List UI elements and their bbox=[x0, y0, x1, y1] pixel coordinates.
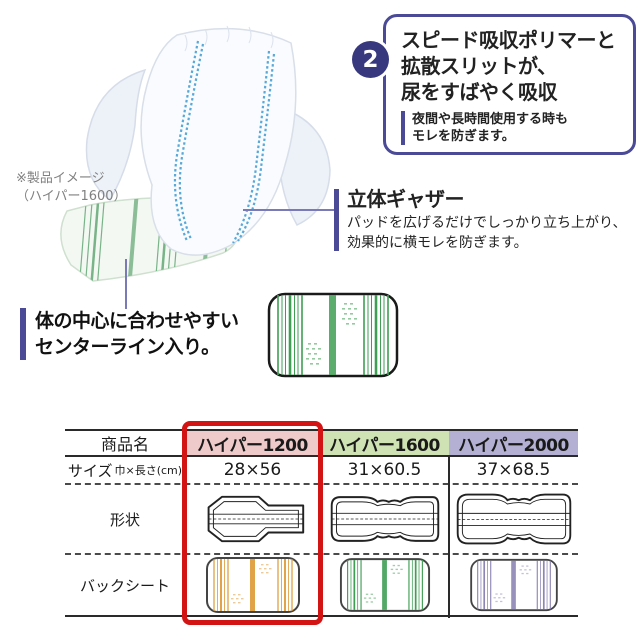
size-hyper-2000: 37×68.5 bbox=[476, 460, 551, 480]
gather-connector-line bbox=[243, 209, 336, 211]
shape-hyper-2000 bbox=[449, 485, 578, 553]
feature-callout-note: 夜間や長時間使用する時も モレを防ぎます。 bbox=[401, 111, 625, 145]
shape-row-label: 形状 bbox=[109, 510, 140, 529]
gather-title: 立体ギャザー bbox=[347, 187, 465, 211]
size-label: サイズ bbox=[67, 461, 113, 480]
centerline-line2: センターライン入り。 bbox=[35, 336, 220, 358]
step-2-badge: 2 bbox=[352, 41, 389, 78]
backsheet-hyper-1600 bbox=[320, 555, 449, 615]
gather-accent-bar bbox=[334, 189, 339, 251]
photo-caption: ※製品イメージ （ハイパー1600） bbox=[16, 170, 127, 206]
photo-caption-line2: （ハイパー1600） bbox=[16, 189, 127, 204]
product-photo bbox=[60, 25, 331, 282]
feature-callout-title: スピード吸収ポリマーと 拡散スリットが、 尿をすばやく吸収 bbox=[401, 27, 625, 105]
callout-note-line2: モレを防ぎます。 bbox=[412, 129, 515, 144]
pad-body bbox=[140, 27, 297, 256]
backsheet-hyper-2000 bbox=[449, 555, 578, 615]
pad-gather-lines bbox=[173, 40, 276, 244]
pad-shape-1600 bbox=[330, 496, 439, 542]
photo-caption-line1: ※製品イメージ bbox=[16, 171, 105, 186]
gather-desc-line2: 効果的に横モレを防ぎます。 bbox=[347, 235, 528, 251]
pad-shape-2000 bbox=[456, 493, 571, 545]
callout-note-line1: 夜間や長時間使用する時も bbox=[412, 112, 569, 127]
note-accent-bar bbox=[401, 111, 405, 145]
pad-shape-1200 bbox=[207, 495, 304, 543]
backsheet-swatch-purple bbox=[469, 558, 558, 612]
sample-dot-marks bbox=[306, 303, 357, 365]
size-hyper-1200: 28×56 bbox=[223, 460, 282, 480]
size-hyper-1600: 31×60.5 bbox=[347, 460, 422, 480]
pad-crinkles bbox=[184, 25, 274, 52]
backsheet-row-label: バックシート bbox=[79, 576, 170, 595]
header-hyper-1600: ハイパー1600 bbox=[320, 431, 449, 456]
table-header-row: 商品名 ハイパー1200 ハイパー1600 ハイパー2000 bbox=[65, 431, 578, 456]
sample-center-line bbox=[329, 295, 336, 375]
table-size-row: サイズ 巾×長さ(cm) 28×56 31×60.5 37×68.5 bbox=[65, 457, 578, 483]
table-bottom-border bbox=[65, 615, 578, 617]
shape-hyper-1600 bbox=[320, 485, 449, 553]
callout-title-line3: 尿をすばやく吸収 bbox=[401, 80, 558, 104]
spec-table: 商品名 ハイパー1200 ハイパー1600 ハイパー2000 サイズ 巾×長さ(… bbox=[65, 429, 578, 618]
gather-desc-line1: パッドを広げるだけでしっかり立ち上がり、 bbox=[347, 215, 627, 231]
callout-title-line2: 拡散スリットが、 bbox=[401, 54, 557, 78]
table-backsheet-row: バックシート bbox=[65, 555, 578, 615]
centerline-accent-bar bbox=[20, 308, 26, 360]
sample-right-stripes bbox=[363, 295, 389, 375]
callout-title-line1: スピード吸収ポリマーと bbox=[401, 28, 616, 52]
table-vline-3 bbox=[448, 429, 450, 618]
pad-left-wing bbox=[85, 68, 147, 202]
table-shape-row: 形状 bbox=[65, 485, 578, 553]
backsheet-swatch-orange bbox=[205, 557, 300, 613]
backsheet-hyper-1200 bbox=[185, 555, 320, 615]
header-hyper-1200: ハイパー1200 bbox=[185, 431, 320, 456]
size-row-label: サイズ 巾×長さ(cm) bbox=[65, 457, 185, 483]
centerline-feature: 体の中心に合わせやすい センターライン入り。 bbox=[20, 308, 239, 360]
feature-callout-box: スピード吸収ポリマーと 拡散スリットが、 尿をすばやく吸収 夜間や長時間使用する… bbox=[383, 14, 636, 155]
shape-hyper-1200 bbox=[185, 485, 320, 553]
sample-left-stripes bbox=[277, 295, 303, 375]
centerline-line1: 体の中心に合わせやすい bbox=[35, 310, 239, 332]
header-product-name: 商品名 bbox=[100, 435, 149, 454]
centerline-connector-line bbox=[125, 259, 127, 309]
gather-description: パッドを広げるだけでしっかり立ち上がり、 効果的に横モレを防ぎます。 bbox=[347, 213, 626, 253]
centerline-sample-pad bbox=[267, 292, 399, 378]
header-hyper-2000: ハイパー2000 bbox=[449, 431, 578, 456]
size-sublabel: 巾×長さ(cm) bbox=[114, 464, 183, 477]
backsheet-swatch-green bbox=[339, 558, 430, 612]
